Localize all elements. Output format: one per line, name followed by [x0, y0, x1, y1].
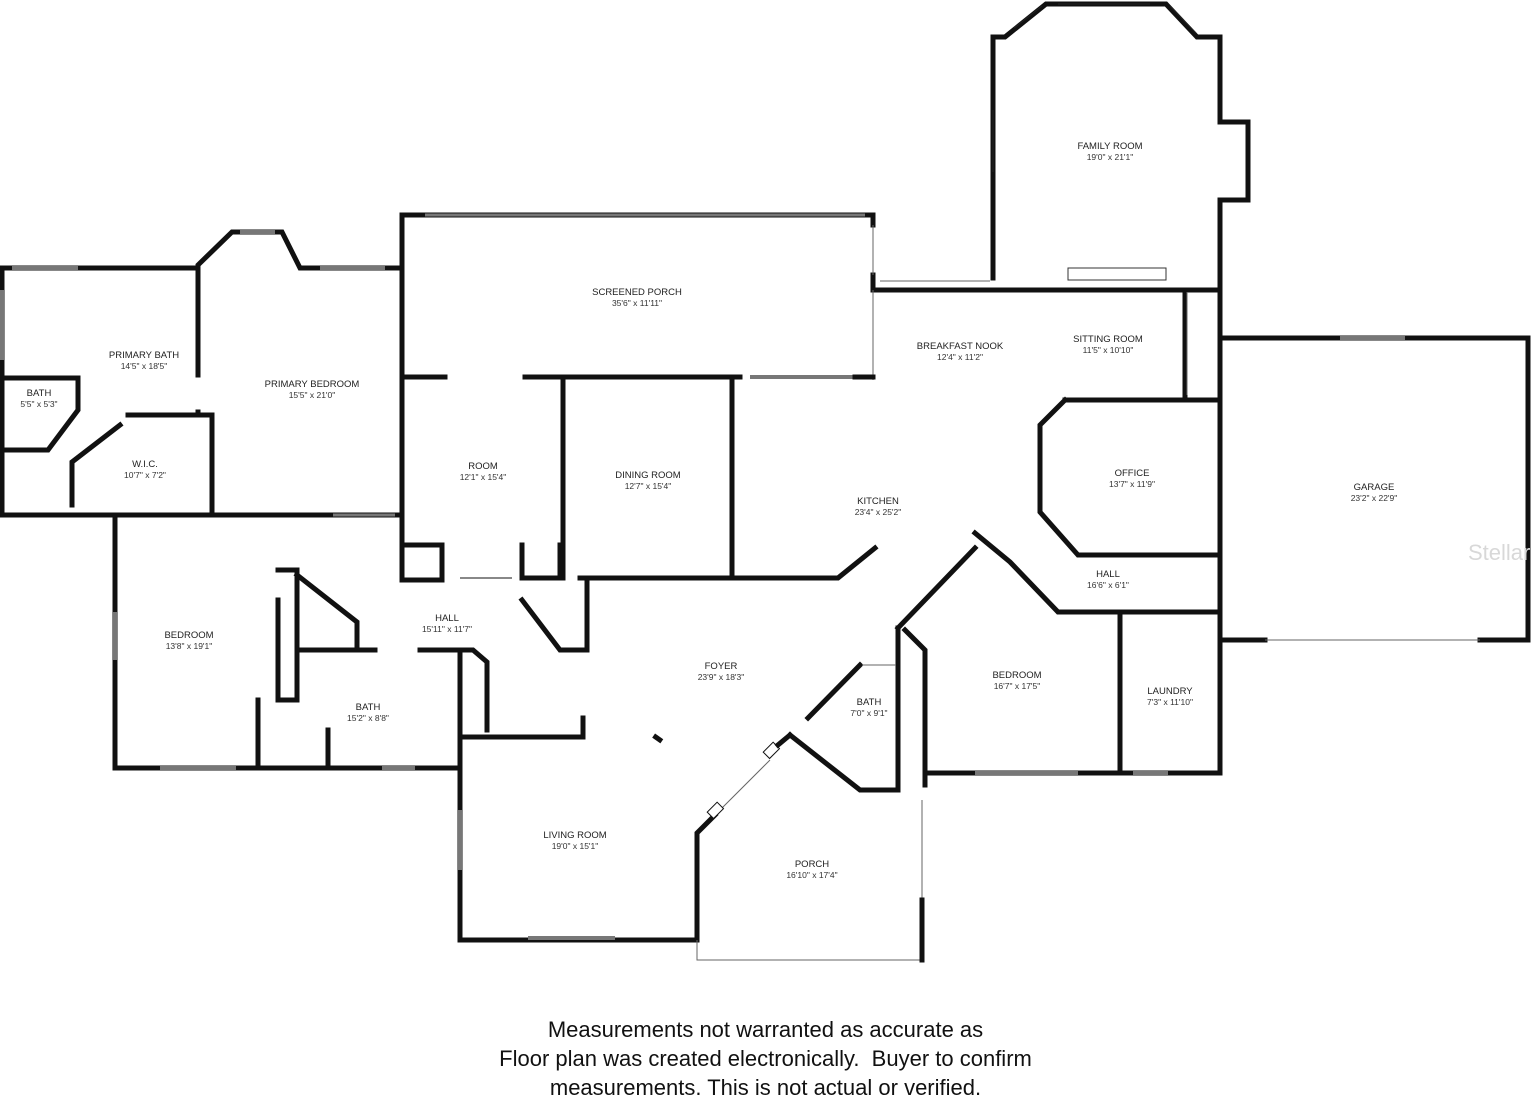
porch-label: PORCH 16'10" x 17'4"	[786, 859, 837, 880]
garage-walls	[1217, 335, 1531, 643]
svg-text:BATH: BATH	[356, 702, 381, 713]
svg-text:13'8" x 19'1": 13'8" x 19'1"	[166, 641, 213, 651]
svg-text:GARAGE: GARAGE	[1354, 482, 1395, 493]
wic-label: W.I.C. 10'7" x 7'2"	[124, 459, 166, 480]
central-rooms-walls	[399, 265, 879, 583]
svg-text:16'10" x 17'4": 16'10" x 17'4"	[786, 870, 837, 880]
bath-west-label: BATH 15'2" x 8'8"	[347, 702, 389, 723]
svg-text:FOYER: FOYER	[705, 661, 738, 672]
west-bedroom-walls	[112, 512, 490, 943]
svg-text:7'0" x 9'1": 7'0" x 9'1"	[850, 708, 887, 718]
svg-text:10'7" x 7'2": 10'7" x 7'2"	[124, 470, 166, 480]
living-room-label: LIVING ROOM 19'0" x 15'1"	[543, 830, 606, 851]
family-room-label: FAMILY ROOM 19'0" x 21'1"	[1077, 141, 1142, 162]
svg-text:BATH: BATH	[27, 388, 52, 399]
screened-porch-walls	[399, 212, 1223, 380]
stellar-watermark: Stellar	[1468, 540, 1530, 565]
room-label: ROOM 12'1" x 15'4"	[460, 461, 507, 482]
kitchen-area-walls	[971, 267, 1223, 615]
svg-text:BEDROOM: BEDROOM	[164, 630, 213, 641]
svg-text:PRIMARY BATH: PRIMARY BATH	[109, 350, 179, 361]
svg-text:DINING ROOM: DINING ROOM	[615, 470, 681, 481]
svg-text:HALL: HALL	[1096, 569, 1120, 580]
svg-text:7'3" x 11'10": 7'3" x 11'10"	[1147, 697, 1193, 707]
floor-plan: FAMILY ROOM 19'0" x 21'1" SCREENED PORCH…	[0, 1, 1531, 963]
primary-suite-walls	[0, 229, 405, 518]
disclaimer-line-1: Measurements not warranted as accurate a…	[547, 1017, 984, 1042]
svg-text:LIVING ROOM: LIVING ROOM	[543, 830, 606, 841]
svg-text:19'0" x 15'1": 19'0" x 15'1"	[552, 841, 599, 851]
svg-text:BEDROOM: BEDROOM	[992, 670, 1041, 681]
svg-text:BREAKFAST NOOK: BREAKFAST NOOK	[917, 341, 1004, 352]
laundry-label: LAUNDRY 7'3" x 11'10"	[1147, 686, 1193, 707]
svg-text:W.I.C.: W.I.C.	[132, 459, 158, 470]
svg-text:35'6" x 11'11": 35'6" x 11'11"	[612, 298, 662, 308]
primary-bath-label: PRIMARY BATH 14'5" x 18'5"	[109, 350, 179, 371]
svg-text:5'5" x 5'3": 5'5" x 5'3"	[20, 399, 57, 409]
svg-text:BATH: BATH	[857, 697, 882, 708]
primary-bedroom-label: PRIMARY BEDROOM 15'5" x 21'0"	[265, 379, 360, 400]
svg-text:11'5" x 10'10": 11'5" x 10'10"	[1083, 345, 1134, 355]
svg-text:15'11" x 11'7": 15'11" x 11'7"	[422, 624, 472, 634]
svg-text:ROOM: ROOM	[468, 461, 498, 472]
svg-text:15'5" x 21'0": 15'5" x 21'0"	[289, 390, 336, 400]
dining-room-label: DINING ROOM 12'7" x 15'4"	[615, 470, 681, 491]
svg-text:16'7" x 17'5": 16'7" x 17'5"	[994, 681, 1041, 691]
svg-text:14'5" x 18'5": 14'5" x 18'5"	[121, 361, 168, 371]
disclaimer-text: Measurements not warranted as accurate a…	[0, 1015, 1531, 1102]
bath-small-label: BATH 5'5" x 5'3"	[20, 388, 57, 409]
svg-text:OFFICE: OFFICE	[1115, 468, 1150, 479]
office-label: OFFICE 13'7" x 11'9"	[1109, 468, 1155, 489]
garage-label: GARAGE 23'2" x 22'9"	[1351, 482, 1398, 503]
living-porch-walls	[457, 731, 925, 963]
sitting-room-label: SITTING ROOM 11'5" x 10'10"	[1073, 334, 1143, 355]
south-rooms-walls	[457, 544, 1223, 793]
screened-porch-label: SCREENED PORCH 35'6" x 11'11"	[592, 287, 682, 308]
svg-text:12'4" x 11'2": 12'4" x 11'2"	[937, 352, 983, 362]
svg-text:PRIMARY BEDROOM: PRIMARY BEDROOM	[265, 379, 360, 390]
svg-text:23'2" x 22'9": 23'2" x 22'9"	[1351, 493, 1398, 503]
breakfast-nook-label: BREAKFAST NOOK 12'4" x 11'2"	[917, 341, 1004, 362]
svg-text:12'7" x 15'4": 12'7" x 15'4"	[625, 481, 672, 491]
svg-text:19'0" x 21'1": 19'0" x 21'1"	[1087, 152, 1134, 162]
family-room-walls	[990, 1, 1251, 285]
svg-text:15'2" x 8'8": 15'2" x 8'8"	[347, 713, 389, 723]
svg-text:LAUNDRY: LAUNDRY	[1147, 686, 1193, 697]
bath-center-label: BATH 7'0" x 9'1"	[850, 697, 887, 718]
bedroom-west-label: BEDROOM 13'8" x 19'1"	[164, 630, 213, 651]
svg-text:16'6" x 6'1": 16'6" x 6'1"	[1087, 580, 1129, 590]
svg-text:23'9" x 18'3": 23'9" x 18'3"	[698, 672, 745, 682]
svg-text:HALL: HALL	[435, 613, 459, 624]
svg-text:PORCH: PORCH	[795, 859, 829, 870]
svg-text:12'1" x 15'4": 12'1" x 15'4"	[460, 472, 507, 482]
hall-west-label: HALL 15'11" x 11'7"	[422, 613, 472, 634]
svg-text:KITCHEN: KITCHEN	[857, 496, 899, 507]
svg-text:13'7" x 11'9": 13'7" x 11'9"	[1109, 479, 1155, 489]
disclaimer-line-3: measurements. This is not actual or veri…	[549, 1075, 982, 1100]
foyer-label: FOYER 23'9" x 18'3"	[698, 661, 745, 682]
svg-text:23'4" x 25'2": 23'4" x 25'2"	[855, 507, 902, 517]
hall-east-label: HALL 16'6" x 6'1"	[1087, 569, 1129, 590]
kitchen-label: KITCHEN 23'4" x 25'2"	[855, 496, 902, 517]
disclaimer-line-2: Floor plan was created electronically. B…	[499, 1046, 1032, 1071]
bedroom-east-label: BEDROOM 16'7" x 17'5"	[992, 670, 1041, 691]
svg-text:SCREENED PORCH: SCREENED PORCH	[592, 287, 682, 298]
svg-text:SITTING ROOM: SITTING ROOM	[1073, 334, 1143, 345]
svg-text:FAMILY ROOM: FAMILY ROOM	[1077, 141, 1142, 152]
